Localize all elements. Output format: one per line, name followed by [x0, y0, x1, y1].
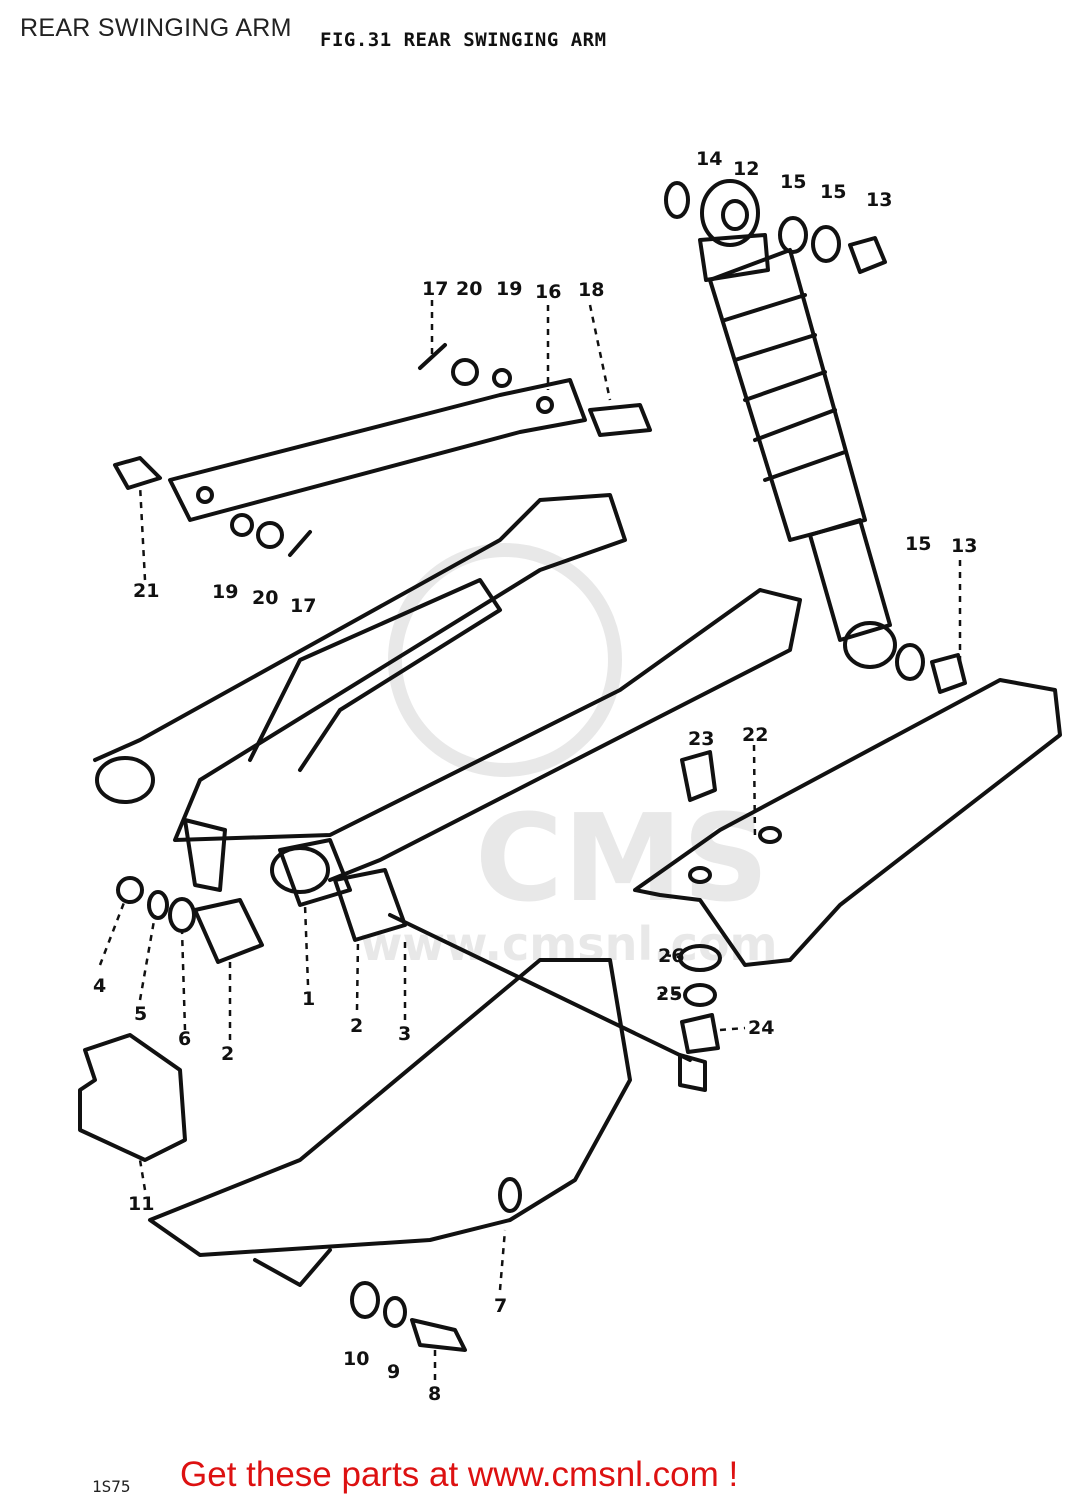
callout-19b: 19 [212, 581, 238, 603]
watermark-face [388, 543, 622, 777]
callout-12: 12 [733, 158, 759, 180]
callout-11: 11 [128, 1193, 154, 1215]
nut-13-upper [848, 236, 887, 274]
bolt-23 [680, 750, 717, 802]
rear-shock-absorber [698, 179, 897, 669]
callout-5: 5 [134, 1003, 147, 1025]
callout-25: 25 [656, 983, 682, 1005]
watermark-url: www.cmsnl.com [360, 917, 777, 971]
cotter-pin-17-lower [288, 530, 312, 557]
buy-parts-link[interactable]: Get these parts at www.cmsnl.com ! [180, 1455, 739, 1494]
callout-2b: 2 [350, 1015, 363, 1037]
callout-20b: 20 [252, 587, 278, 609]
page-caption: REAR SWINGING ARM [20, 14, 292, 42]
bush-2-right [333, 868, 407, 942]
washer-6 [168, 897, 196, 933]
lock-washer-25 [683, 983, 717, 1007]
washer-15-upper-b [811, 225, 841, 263]
callout-15a: 15 [780, 171, 806, 193]
washer-9 [383, 1296, 407, 1328]
callout-4: 4 [93, 975, 106, 997]
callout-26: 26 [658, 945, 684, 967]
callouts: 14 12 15 15 13 17 20 19 16 18 21 19 20 1… [93, 148, 977, 1405]
nut-20-lower [256, 521, 284, 549]
page-code: 1S75 [92, 1477, 131, 1496]
nut-20-upper [451, 358, 479, 386]
callout-9: 9 [387, 1361, 400, 1383]
callout-20a: 20 [456, 278, 482, 300]
callout-17b: 17 [290, 595, 316, 617]
callout-15c: 15 [905, 533, 931, 555]
callout-1: 1 [302, 988, 315, 1010]
callout-17a: 17 [422, 278, 448, 300]
washer-19-upper [492, 368, 512, 388]
torque-arm [168, 378, 587, 522]
bolt-21 [113, 456, 162, 490]
bolt-18 [588, 403, 652, 437]
leader-lines [98, 300, 962, 1380]
callout-2a: 2 [221, 1043, 234, 1065]
callout-19a: 19 [496, 278, 522, 300]
watermark: CMS www.cmsnl.com [360, 543, 777, 971]
callout-21: 21 [133, 580, 159, 602]
washer-15-lower [895, 643, 925, 681]
cotter-pin-17-upper [418, 343, 447, 370]
bolt-8 [410, 1318, 467, 1352]
callout-22: 22 [742, 724, 768, 746]
nut-24 [680, 1013, 720, 1054]
callout-7: 7 [494, 1295, 507, 1317]
washer-5 [147, 890, 169, 920]
pivot-shaft-head [678, 1053, 707, 1092]
callout-13a: 13 [866, 189, 892, 211]
nut-13-lower [930, 653, 967, 694]
spacer-1 [278, 838, 352, 907]
callout-10: 10 [343, 1348, 369, 1370]
callout-14: 14 [696, 148, 722, 170]
washer-19-lower [230, 513, 254, 537]
watermark-brand: CMS [475, 790, 769, 929]
rubber-block-11 [78, 1033, 187, 1162]
callout-13b: 13 [951, 535, 977, 557]
nut-4 [116, 876, 144, 904]
chain-case-7 [148, 958, 632, 1287]
washer-10 [350, 1281, 380, 1319]
callout-16: 16 [535, 281, 561, 303]
washer-15-upper-a [778, 216, 808, 254]
washer-14 [664, 181, 690, 219]
callout-6: 6 [178, 1028, 191, 1050]
chain-case-front-22 [633, 678, 1062, 967]
callout-23: 23 [688, 728, 714, 750]
callout-15b: 15 [820, 181, 846, 203]
callout-24: 24 [748, 1017, 774, 1039]
pivot-shaft-3 [388, 913, 692, 1062]
bush-2-left [193, 898, 264, 964]
callout-3: 3 [398, 1023, 411, 1045]
figure-title: FIG.31 REAR SWINGING ARM [320, 29, 607, 51]
callout-8: 8 [428, 1383, 441, 1405]
callout-18: 18 [578, 279, 604, 301]
